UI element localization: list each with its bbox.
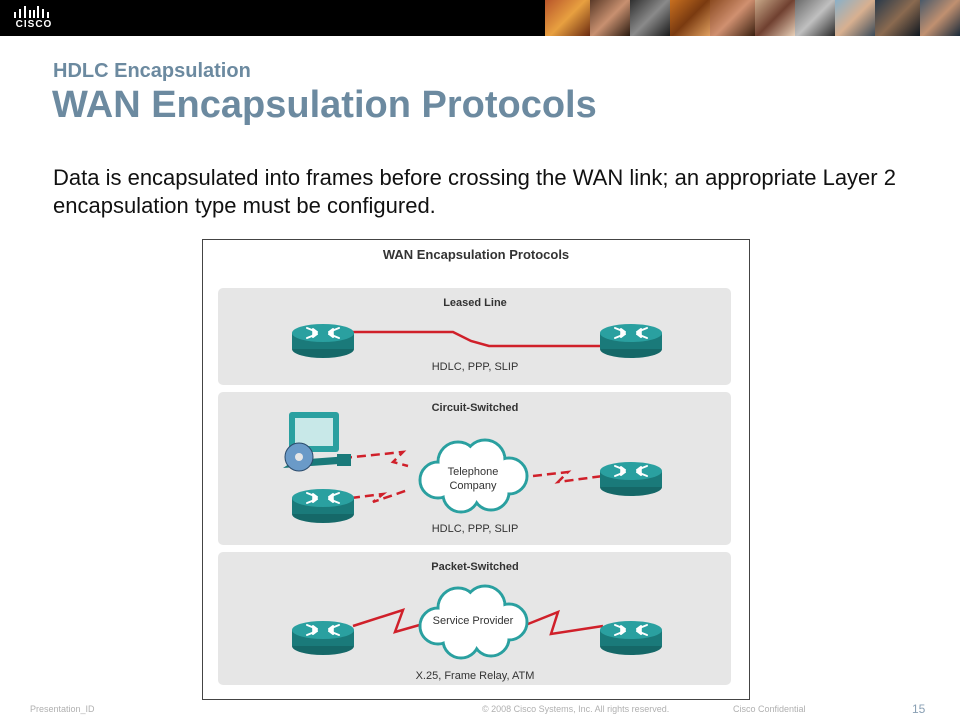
wan-diagram: WAN Encapsulation Protocols Leased Line … <box>202 239 750 700</box>
photo-9 <box>875 0 920 36</box>
slide-title: WAN Encapsulation Protocols <box>52 84 597 126</box>
diagram-title: WAN Encapsulation Protocols <box>383 247 569 262</box>
footer-confidential: Cisco Confidential <box>733 704 806 714</box>
router-icon <box>599 620 663 656</box>
router-icon <box>291 488 355 524</box>
leased-line-panel <box>218 288 731 385</box>
cisco-bars-icon <box>14 6 49 18</box>
photo-5 <box>710 0 755 36</box>
footer-copyright: © 2008 Cisco Systems, Inc. All rights re… <box>482 704 670 714</box>
photo-3 <box>630 0 670 36</box>
router-icon <box>599 461 663 497</box>
circuit-switched-links <box>342 450 604 504</box>
page-number: 15 <box>912 702 926 716</box>
circuit-switched-title: Circuit-Switched <box>432 402 519 414</box>
footer-presentation-id: Presentation_ID <box>30 704 95 714</box>
leased-line-link <box>323 330 603 348</box>
slide-subtitle: HDLC Encapsulation <box>53 60 251 82</box>
photo-strip <box>545 0 960 36</box>
telephone-company-label-2: Company <box>449 480 497 492</box>
service-provider-label: Service Provider <box>433 615 514 627</box>
packet-switched-protocols: X.25, Frame Relay, ATM <box>416 670 535 682</box>
packet-switched-title: Packet-Switched <box>431 561 518 573</box>
photo-2 <box>590 0 630 36</box>
cisco-logo: CISCO <box>12 6 56 32</box>
router-icon <box>599 323 663 359</box>
photo-8 <box>835 0 875 36</box>
router-icon <box>291 323 355 359</box>
circuit-switched-protocols: HDLC, PPP, SLIP <box>432 523 519 535</box>
slide-body-text: Data is encapsulated into frames before … <box>53 165 896 218</box>
packet-switched-links <box>352 608 604 636</box>
cisco-logo-text: CISCO <box>15 19 53 30</box>
router-icon <box>291 620 355 656</box>
leased-line-protocols: HDLC, PPP, SLIP <box>432 361 519 373</box>
photo-7 <box>795 0 835 36</box>
telephone-company-label-1: Telephone <box>448 466 499 478</box>
top-banner: CISCO <box>0 0 960 36</box>
photo-6 <box>755 0 795 36</box>
photo-10 <box>920 0 960 36</box>
photo-4 <box>670 0 710 36</box>
photo-1 <box>545 0 590 36</box>
wan-diagram-svg: WAN Encapsulation Protocols Leased Line … <box>218 247 731 685</box>
leased-line-title: Leased Line <box>443 297 507 309</box>
workstation-icon <box>283 412 351 472</box>
